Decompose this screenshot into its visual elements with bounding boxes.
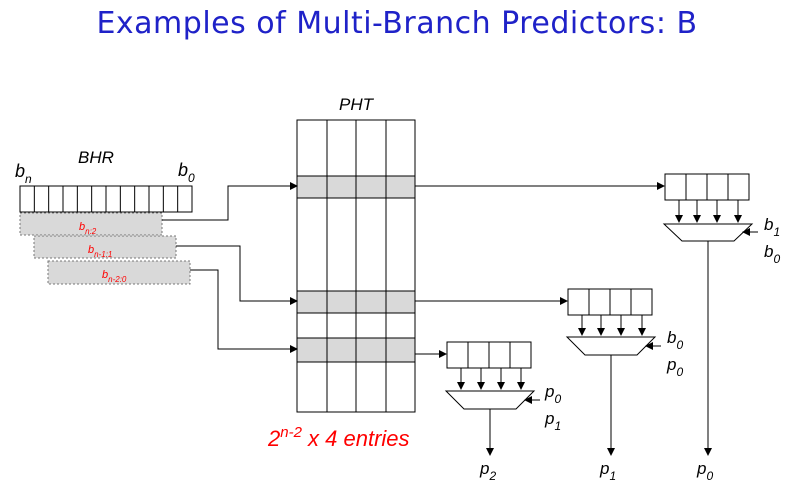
bhr-msb-label: bn xyxy=(15,161,32,186)
mux-p2-select-1: p0 xyxy=(544,382,561,406)
counter-register-p1 xyxy=(567,288,653,316)
index-arrow-2 xyxy=(176,245,298,305)
bhr-slice-1: bn:2 xyxy=(19,212,163,236)
slice-label-1: bn:2 xyxy=(79,221,97,236)
output-label-p2: p2 xyxy=(479,459,496,483)
mux-p0 xyxy=(662,223,754,242)
output-label-p1: p1 xyxy=(599,459,616,483)
index-arrow-1 xyxy=(162,182,298,221)
slide-title: Examples of Multi-Branch Predictors: B xyxy=(96,6,698,41)
index-arrow-3 xyxy=(190,269,298,353)
slice-label-3: bn-2:0 xyxy=(102,269,127,284)
bhr-register xyxy=(19,185,193,213)
counter-register-p2 xyxy=(446,341,532,369)
mux-p0-select-2: b0 xyxy=(764,242,780,266)
bhr-slice-2: bn-1:1 xyxy=(33,235,177,259)
bhr-label: BHR xyxy=(78,148,114,167)
mux-p2 xyxy=(444,390,536,410)
slice-label-2: bn-1:1 xyxy=(88,244,112,259)
mux-p1-select-2: p0 xyxy=(666,355,683,379)
entries-label: 2n-2 x 4 entries xyxy=(267,424,410,451)
mux-p0-select-1: b1 xyxy=(764,215,780,239)
bhr-slice-3: bn-2:0 xyxy=(47,260,191,285)
bhr-lsb-label: b0 xyxy=(178,160,195,185)
counter-register-p0 xyxy=(664,173,750,201)
mux-p1-select-1: b0 xyxy=(667,328,683,352)
output-label-p0: p0 xyxy=(696,459,713,483)
pht-label: PHT xyxy=(339,95,375,114)
pht-table xyxy=(296,119,416,413)
mux-p2-select-2: p1 xyxy=(544,409,561,433)
mux-p1 xyxy=(565,336,657,356)
